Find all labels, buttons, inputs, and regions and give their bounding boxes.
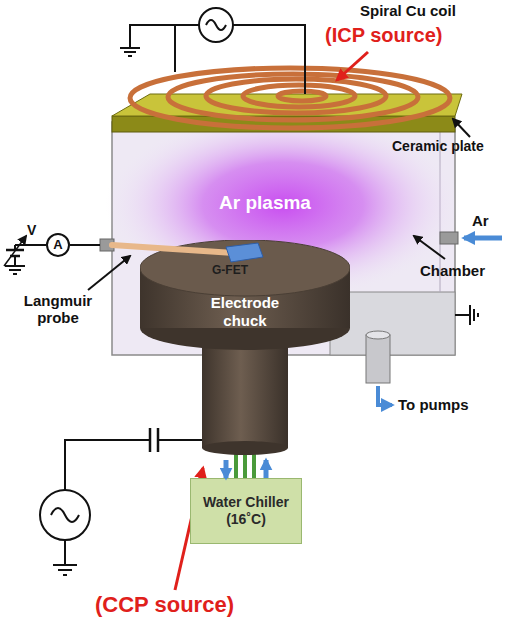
pump-port	[366, 335, 390, 383]
node-text: Water Chiller (16˚C)	[194, 479, 298, 528]
flow-label: To pumps	[398, 396, 498, 413]
water-flow-arrow	[264, 460, 269, 478]
node-text: A	[48, 235, 68, 255]
spiral-coil	[130, 68, 450, 128]
pump-port-top	[366, 331, 390, 339]
part-label: Langmuir probe	[18, 292, 98, 327]
ground-symbol	[120, 48, 140, 56]
variable-arrow	[4, 236, 26, 266]
chiller-box: Water Chiller (16˚C)	[190, 478, 302, 544]
part-label: Ceramic plate	[392, 138, 505, 154]
coil-turn	[278, 91, 326, 101]
gas-label: Ar	[472, 212, 505, 229]
leader-arrow	[88, 256, 130, 290]
gas-inlet	[440, 232, 458, 244]
ac-source-symbol	[199, 8, 233, 42]
sine-symbol	[51, 508, 79, 522]
part-label: Chamber	[420, 262, 505, 279]
gas-flow-arrow	[464, 236, 502, 241]
langmuir-probe-rod	[112, 245, 234, 253]
leader-arrow	[453, 119, 470, 137]
capacitor-symbol	[150, 428, 158, 452]
source-label: (CCP source)	[95, 592, 355, 617]
region-label: Ar plasma	[200, 192, 330, 214]
water-flow-arrow	[224, 460, 229, 478]
coil-turn	[130, 68, 450, 128]
source-label: (ICP source)	[325, 24, 505, 47]
leader-arrow	[337, 52, 368, 80]
ammeter-symbol: A	[46, 233, 70, 257]
wire	[455, 314, 470, 316]
pump-flow-arrow	[378, 386, 392, 405]
coil-turn	[243, 85, 355, 107]
ground-symbol	[470, 305, 478, 325]
ground-symbol	[53, 565, 77, 575]
part-label: Spiral Cu coil	[360, 2, 505, 19]
device-label: G-FET	[212, 264, 272, 278]
sine-symbol	[206, 20, 226, 30]
chuck-stem-bottom	[202, 441, 288, 455]
gfet-chip	[226, 243, 263, 262]
ac-source-symbol	[40, 490, 90, 540]
coil-turn	[168, 74, 418, 120]
voltage-label: V	[27, 222, 43, 238]
ground-symbol	[5, 266, 25, 274]
coil-turn	[206, 79, 386, 113]
